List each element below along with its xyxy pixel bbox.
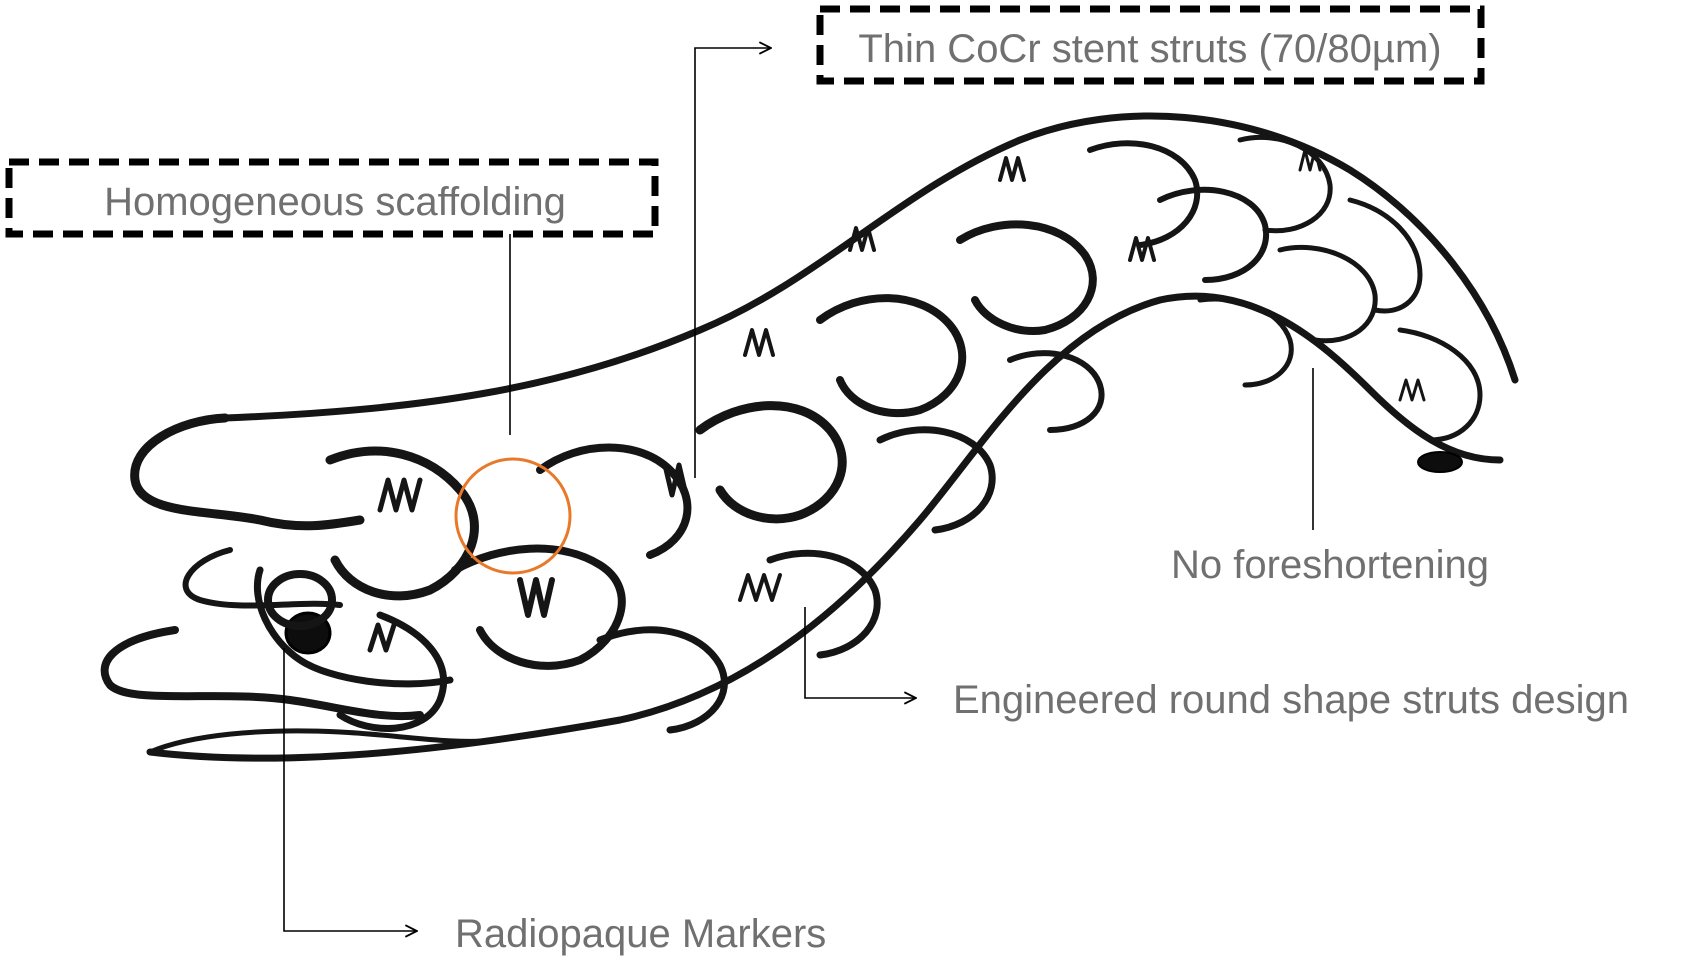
radiopaque-leader [284, 648, 417, 931]
distal-marker [1418, 452, 1462, 472]
thin-struts-label: Thin CoCr stent struts (70/80µm) [858, 27, 1441, 71]
strut-cell [700, 406, 842, 519]
no-foreshortening-label: No foreshortening [1171, 543, 1489, 587]
connector-link [380, 480, 420, 510]
connector-link [1000, 158, 1024, 180]
strut-cell [880, 430, 992, 530]
connector-link [1130, 238, 1154, 260]
strut-cell [820, 298, 962, 413]
strut-cell [770, 553, 877, 655]
connector-link [370, 625, 394, 650]
connector-link [745, 330, 773, 355]
strut-cell [960, 224, 1093, 331]
connector-link [665, 465, 686, 495]
round-struts-label: Engineered round shape struts design [953, 678, 1629, 722]
radiopaque-label: Radiopaque Markers [455, 912, 826, 956]
connector-link [1400, 380, 1424, 400]
connector-link [740, 575, 780, 600]
strut-cell [1200, 299, 1291, 385]
homogeneous-label: Homogeneous scaffolding [104, 180, 566, 224]
proximal-crown [135, 418, 360, 526]
connector-link [520, 580, 552, 615]
strut-cell [600, 630, 724, 730]
